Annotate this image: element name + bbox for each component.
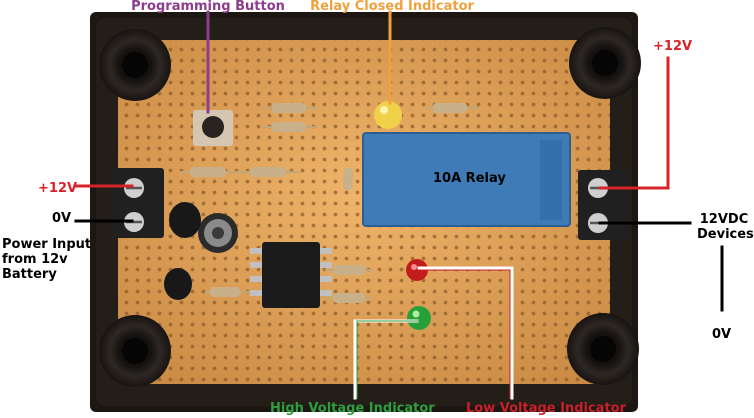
transistor	[164, 268, 192, 300]
resistor-bodies	[190, 103, 467, 303]
callout-lines	[74, 10, 724, 400]
transistor	[169, 202, 201, 238]
power-input-line3: Battery	[2, 267, 57, 282]
plus12v-input-label: +12V	[38, 181, 78, 196]
plus12v-output-label: +12V	[653, 39, 693, 54]
devices-line2: Devices	[697, 227, 754, 242]
ic-chip	[250, 242, 332, 308]
push-button	[193, 110, 233, 146]
green-led	[407, 306, 431, 330]
power-input-line1: Power Input	[2, 237, 92, 252]
output-terminal-block	[578, 170, 628, 240]
power-input-label: Power Input from 12v Battery	[2, 237, 91, 282]
relay-closed-indicator-label: Relay Closed Indicator	[310, 0, 474, 14]
red-led	[406, 259, 428, 281]
capacitor	[198, 213, 238, 253]
relay-label: 10A Relay	[433, 171, 506, 186]
zero-volt-output-label: 0V	[712, 327, 732, 342]
programming-button-label: Programming Button	[131, 0, 285, 14]
relay-component	[362, 132, 571, 227]
power-input-line2: from 12v	[2, 252, 68, 267]
devices-line1: 12VDC	[699, 212, 749, 227]
zero-volt-input-label: 0V	[52, 211, 72, 226]
devices-label: 12VDC Devices	[697, 212, 754, 242]
high-voltage-indicator-label: High Voltage Indicator	[270, 401, 435, 416]
yellow-led	[374, 101, 402, 129]
low-voltage-indicator-label: Low Voltage Indicator	[466, 401, 627, 416]
input-terminal-block	[114, 168, 164, 238]
